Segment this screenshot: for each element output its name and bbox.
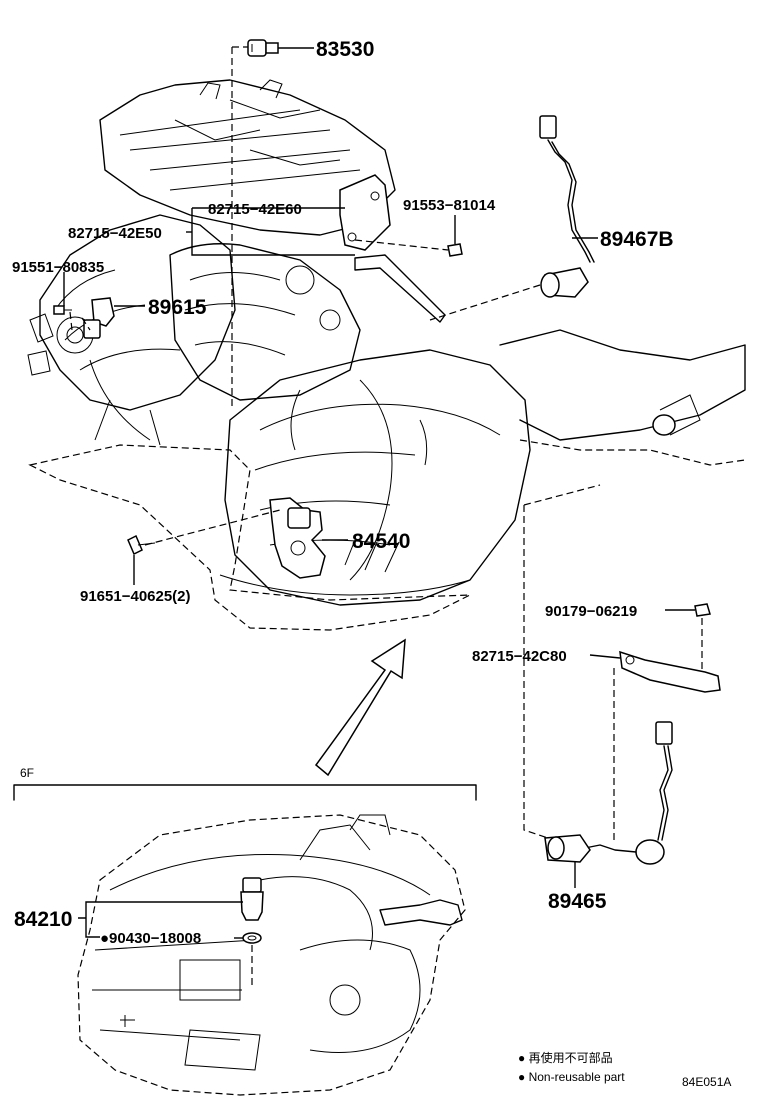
legend-line-japanese: ● 再使用不可部品 [518, 1050, 613, 1065]
part-label-91553-81014[interactable]: 91553−81014 [403, 197, 496, 214]
bracket-82715-42C80-icon [619, 650, 721, 693]
legend: ● 再使用不可部品 ● Non-reusable part [518, 1050, 625, 1084]
part-label-82715-42E50[interactable]: 82715−42E50 [68, 225, 162, 242]
assembly-dashed-lines [69, 46, 703, 985]
part-label-91551-80835[interactable]: 91551−80835 [12, 259, 104, 276]
part-label-89467B[interactable]: 89467B [600, 228, 674, 251]
part-label-90430-18008[interactable]: ●90430−18008 [100, 930, 201, 947]
transaxle-6F-drawing [77, 814, 466, 1096]
bolt-91553-icon [447, 243, 463, 257]
part-label-84210[interactable]: 84210 [14, 908, 72, 931]
part-label-82715-42C80[interactable]: 82715−42C80 [472, 648, 567, 665]
switch-84540-icon [269, 497, 326, 579]
sensor-89467B-icon [539, 115, 595, 298]
part-label-91651-40625[interactable]: 91651−40625(2) [80, 588, 191, 605]
switch-84210-icon [240, 877, 264, 921]
part-label-90179-06219[interactable]: 90179−06219 [545, 603, 637, 620]
switch-83530-icon [247, 39, 279, 57]
figure-code: 84E051A [682, 1075, 731, 1089]
nut-90179-icon [694, 603, 711, 617]
engine-assembly-drawing [27, 79, 746, 631]
bolt-91551-icon [53, 305, 72, 315]
leader-lines [63, 47, 695, 939]
part-label-84540[interactable]: 84540 [352, 530, 410, 553]
sensor-89465-icon [544, 721, 673, 865]
gasket-90430-icon [242, 932, 262, 944]
bolt-91651-icon [127, 534, 156, 556]
sensor-89615-icon [83, 297, 115, 339]
part-label-89615[interactable]: 89615 [148, 296, 207, 319]
legend-line-english: ● Non-reusable part [518, 1070, 625, 1084]
part-label-83530[interactable]: 83530 [316, 38, 374, 61]
upward-arrow-icon [314, 638, 406, 777]
section-label-6F: 6F [20, 766, 34, 780]
part-label-89465[interactable]: 89465 [548, 890, 607, 913]
section-bracket-6F [13, 784, 477, 801]
bracket-82715-42E60 [339, 174, 446, 323]
part-label-82715-42E60[interactable]: 82715−42E60 [208, 201, 302, 218]
